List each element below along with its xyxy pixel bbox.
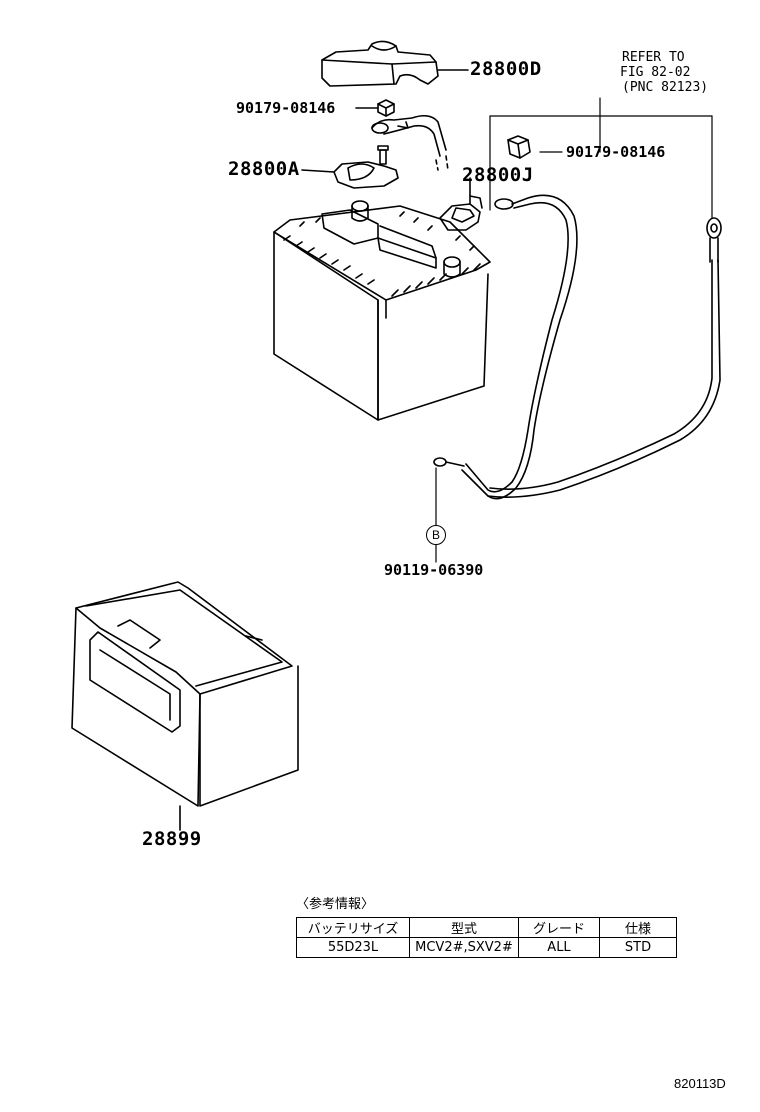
info-header-size: バッテリサイズ xyxy=(296,917,410,938)
info-cell-model: MCV2#,SXV2# xyxy=(409,937,519,958)
info-cell-size: 55D23L xyxy=(296,937,410,958)
nut-right-drawing xyxy=(507,135,531,159)
label-cover: 28800D xyxy=(470,58,542,80)
info-caption: 〈参考情報〉 xyxy=(296,897,375,912)
callout-letter: B xyxy=(426,525,446,545)
info-header-row: バッテリサイズ 型式 グレード 仕様 xyxy=(296,917,677,938)
negative-clamp-drawing xyxy=(439,195,483,231)
positive-clamp-drawing xyxy=(333,145,399,189)
terminal-cover-drawing xyxy=(321,40,439,87)
nut-top-drawing xyxy=(377,99,395,117)
reference-line-1: REFER TO xyxy=(622,50,685,65)
info-header-grade: グレード xyxy=(518,917,600,938)
label-tray: 28899 xyxy=(142,828,202,850)
info-table: バッテリサイズ 型式 グレード 仕様 55D23L MCV2#,SXV2# AL… xyxy=(296,917,677,958)
reference-line-2: FIG 82-02 xyxy=(620,65,691,80)
figure-code: 820113D xyxy=(674,1076,726,1091)
info-header-model: 型式 xyxy=(409,917,519,938)
negative-cable-drawing xyxy=(433,194,722,500)
info-cell-grade: ALL xyxy=(518,937,600,958)
reference-leaders xyxy=(489,97,713,219)
info-header-spec: 仕様 xyxy=(599,917,677,938)
info-data-row: 55D23L MCV2#,SXV2# ALL STD xyxy=(296,937,677,958)
info-cell-spec: STD xyxy=(599,937,677,958)
reference-line-3: (PNC 82123) xyxy=(622,80,709,95)
label-nut-right: 90179-08146 xyxy=(566,143,666,161)
label-clamp-a: 28800A xyxy=(228,158,300,180)
label-clamp-j: 28800J xyxy=(462,164,534,186)
label-bolt: 90119-06390 xyxy=(384,561,484,579)
label-nut-top: 90179-08146 xyxy=(236,99,336,117)
positive-cable-drawing xyxy=(371,114,449,171)
leader-clamp-a xyxy=(301,169,335,173)
battery-drawing xyxy=(273,200,491,421)
battery-tray-drawing xyxy=(71,581,299,807)
